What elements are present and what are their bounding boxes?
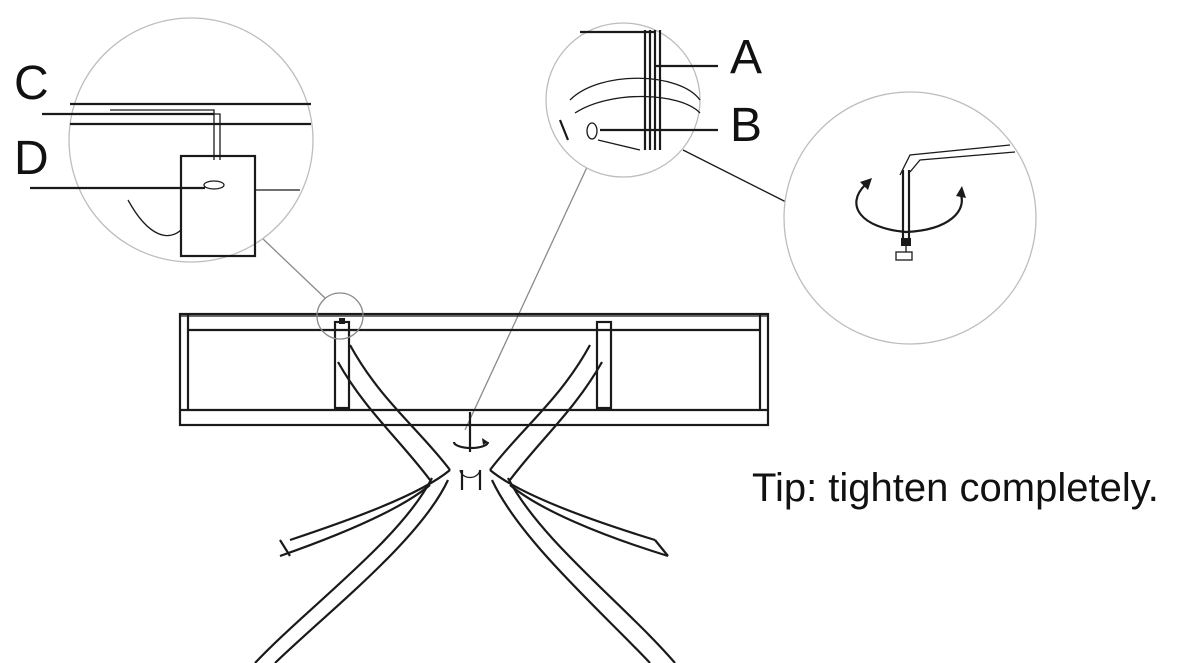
leader-lines (261, 149, 793, 431)
detail-circle-cd (30, 17, 314, 263)
center-screw (452, 412, 490, 452)
detail-marker-cd (316, 292, 364, 340)
leg-brackets (333, 318, 613, 410)
table-base-legs (254, 344, 676, 663)
callout-label-c: C (14, 57, 49, 110)
table-top (178, 312, 770, 427)
detail-circle-rotation (783, 91, 1037, 345)
callout-label-b: B (730, 99, 763, 152)
tip-text: Tip: tighten completely. (752, 466, 1159, 510)
clockwise-rotation-arrow-icon (855, 178, 966, 234)
detail-circle-ab (545, 22, 718, 178)
callout-label-d: D (14, 132, 49, 185)
table-assembly (178, 292, 770, 663)
callout-label-a: A (730, 31, 763, 84)
